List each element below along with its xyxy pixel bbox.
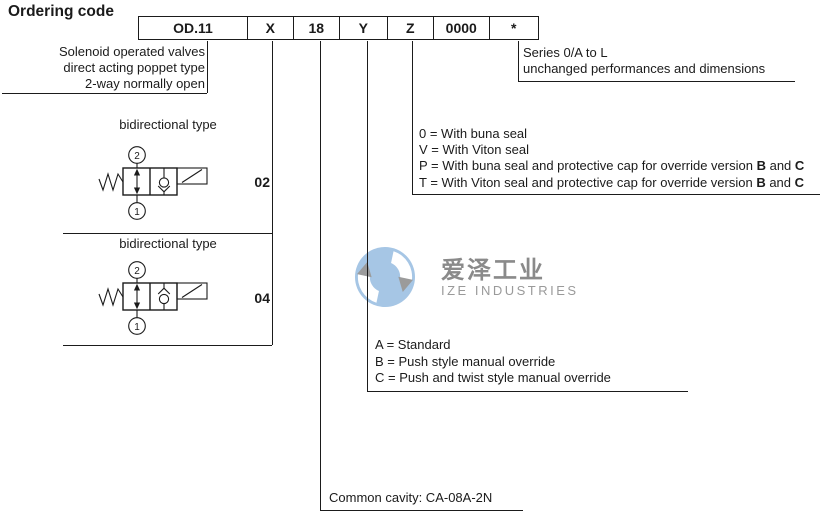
product-line: Solenoid operated valves	[59, 44, 205, 59]
override-options: A = Standard B = Push style manual overr…	[375, 337, 611, 387]
port-label-top: 2	[134, 151, 140, 162]
valve-section-title: bidirectional type	[119, 117, 217, 132]
port-label-bottom: 1	[134, 207, 140, 218]
product-line: direct acting poppet type	[63, 60, 205, 75]
valve-section-title: bidirectional type	[119, 236, 217, 251]
page-title: Ordering code	[8, 3, 114, 20]
seal-option: T = With Viton seal and protective cap f…	[419, 174, 805, 190]
underline-product	[2, 93, 207, 94]
port-1-circle	[128, 202, 146, 220]
valve-symbol-02: 2 1	[98, 146, 208, 220]
leader-cavity	[320, 41, 321, 510]
port-label-bottom: 1	[134, 322, 140, 333]
series-note: Series 0/A to L unchanged performances a…	[523, 45, 765, 77]
product-description: Solenoid operated valves direct acting p…	[0, 44, 205, 92]
code-box-override: Y	[339, 17, 387, 39]
underline-seal	[412, 194, 820, 195]
watermark-cn-text: 爱泽工业	[441, 257, 545, 284]
seal-option: 0 = With buna seal	[419, 126, 528, 141]
spring-icon	[98, 287, 124, 307]
valve-symbol-04: 2 1	[98, 261, 208, 335]
port-label-top: 2	[134, 266, 140, 277]
product-line: 2-way normally open	[85, 76, 205, 91]
underline-cavity	[320, 510, 523, 511]
ize-logo-icon	[355, 247, 415, 307]
divider-valve-sections	[63, 233, 272, 234]
ordering-code-boxes: OD.11 X 18 Y Z 0000 *	[138, 16, 539, 40]
code-box-model: OD.11	[173, 20, 213, 36]
leader-seal	[412, 41, 413, 194]
code-box-series: *	[488, 17, 539, 39]
seal-option: V = With Viton seal	[419, 142, 529, 158]
watermark-en-text: IZE INDUSTRIES	[441, 283, 579, 298]
valve-code-04: 04	[254, 290, 270, 306]
underline-series	[518, 81, 795, 82]
leader-override	[367, 41, 368, 391]
spring-icon	[98, 172, 124, 192]
underline-override	[367, 391, 688, 392]
cavity-note: Common cavity: CA-08A-2N	[329, 490, 493, 505]
leader-product	[207, 41, 208, 93]
seal-options: 0 = With buna seal V = With Viton seal P…	[419, 126, 804, 191]
series-line: Series 0/A to L	[523, 45, 608, 60]
override-option: B = Push style manual override	[375, 353, 556, 369]
leader-type	[272, 41, 273, 345]
code-box-seal: Z	[386, 17, 434, 39]
leader-series	[518, 41, 519, 81]
series-line: unchanged performances and dimensions	[523, 61, 766, 76]
override-option: C = Push and twist style manual override	[375, 370, 611, 386]
solenoid-icon	[176, 282, 208, 300]
port-2-circle	[128, 261, 146, 279]
code-box-type: X	[247, 17, 293, 39]
override-option: A = Standard	[375, 337, 451, 352]
code-box-size: 18	[292, 17, 340, 39]
port-1-circle	[128, 317, 146, 335]
border-valve-bottom	[63, 345, 272, 346]
code-box-0000: 0000	[433, 17, 489, 39]
solenoid-icon	[176, 167, 208, 185]
valve-code-02: 02	[254, 174, 270, 190]
seal-option: P = With buna seal and protective cap fo…	[419, 158, 805, 174]
